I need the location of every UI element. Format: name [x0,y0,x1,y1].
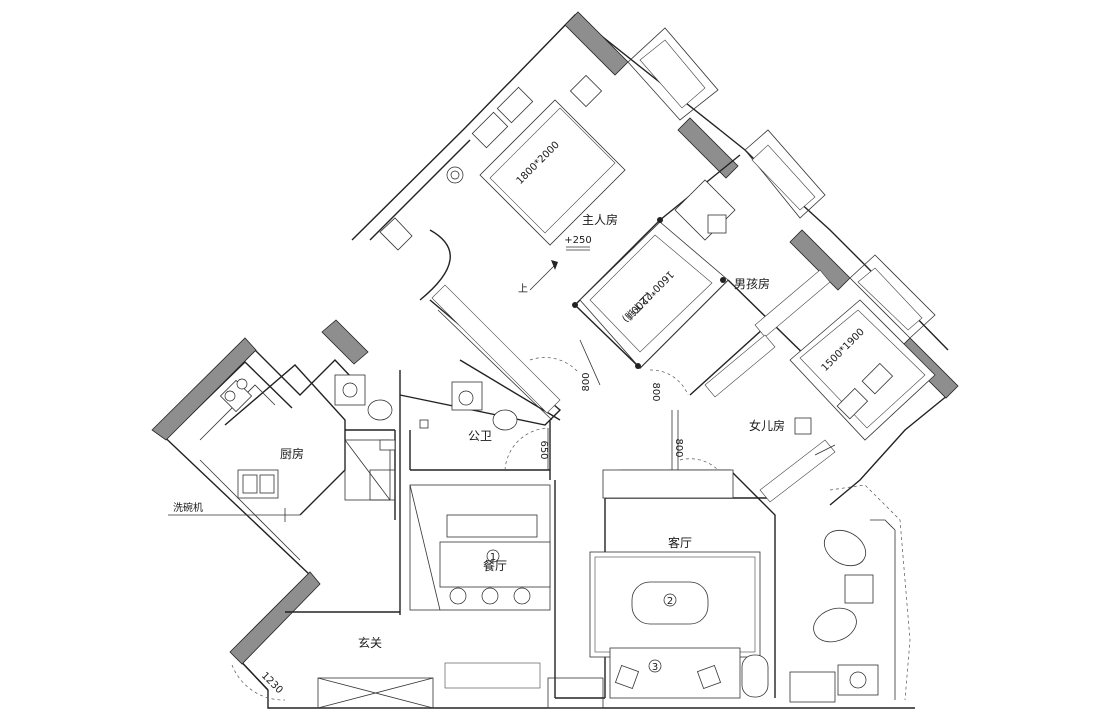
level-value: +250 [564,235,591,246]
boy-desk [674,179,736,241]
dim-650: 650 [538,440,549,459]
marker-2: 2 [667,596,673,607]
kitchen-counter [199,378,301,561]
boy-wardrobe [704,269,831,398]
kitchen-cabinets [344,439,396,501]
dim-800-c: 800 [673,438,684,457]
marker-1: 1 [490,552,496,563]
level-marker: +250 [564,235,592,251]
living-lounge-chairs [813,529,879,696]
dim-800-b: 800 [650,382,661,401]
girl-bed: 1500*1900 [789,299,936,441]
dining-area: 1 [409,484,551,611]
master-bed: 1800*2000 [471,86,626,246]
dim-1230: 1230 [259,670,285,696]
master-nightstands [446,74,603,184]
dishwasher-label: 洗碗机 [173,501,203,514]
stair-arrow: 上 [518,260,558,295]
master-wardrobe [431,284,561,421]
bath-door-swing [504,427,549,471]
master-curved-wall [379,217,451,301]
room-living: 客厅 [668,535,692,550]
room-dining: 餐厅 [483,558,507,573]
dim-800-a: 800 [581,372,592,391]
girl-wardrobe [759,417,836,503]
room-entry: 玄关 [358,635,382,650]
room-master-bedroom: 主人房 [582,212,618,227]
doors [231,339,719,701]
bunk-bed: 1600*2200 (上下铺) [572,217,729,369]
room-kitchen: 厨房 [280,446,304,461]
room-labels: 主人房 男孩房 女儿房 厨房 公卫 餐厅 客厅 玄关 [280,212,785,650]
room-public-bath: 公卫 [468,429,492,443]
room-girl-room: 女儿房 [749,418,785,433]
balconies [627,27,936,701]
room-boy-room: 男孩房 [734,276,770,291]
entry-cabinets [317,662,836,709]
living-room: 2 3 [589,469,769,699]
dishwasher-callout: 洗碗机 [168,501,300,522]
marker-3: 3 [652,662,658,673]
bathroom-fixtures [334,374,518,451]
up-label: 上 [518,283,528,295]
